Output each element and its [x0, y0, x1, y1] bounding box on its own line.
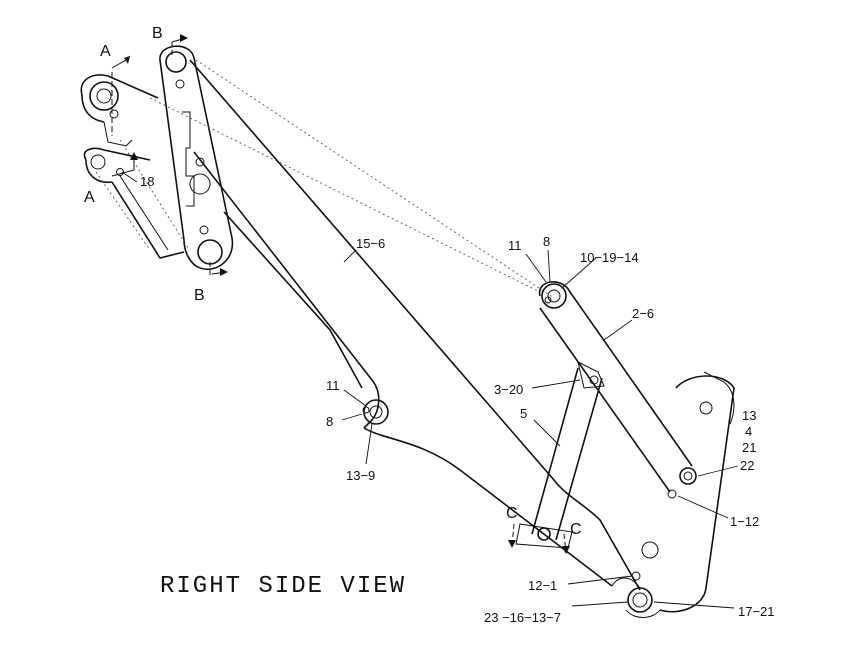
callout-18: 18: [140, 174, 154, 189]
callout-22: 22: [740, 458, 754, 473]
callout-23-16-13-7: 23 −16−13−7: [484, 610, 561, 625]
view-title: RIGHT SIDE VIEW: [160, 573, 406, 600]
callout-12-1: 12−1: [528, 578, 557, 593]
callout-3-20: 3−20: [494, 382, 523, 397]
main-boom-arm: [149, 59, 641, 591]
section-a-markers: [111, 55, 138, 177]
callout-11-upper: 11: [508, 238, 522, 253]
short-link: [508, 361, 605, 554]
callout-1-12: 1−12: [730, 514, 759, 529]
callout-13: 13: [742, 408, 756, 423]
section-c-right-label: C: [570, 521, 582, 538]
section-b-top-label: B: [152, 25, 163, 42]
callout-10-19-14: 10−19−14: [580, 250, 639, 265]
callout-15-6: 15−6: [356, 236, 385, 251]
section-b-bottom-label: B: [194, 287, 205, 304]
left-pivot-tower: [80, 74, 189, 259]
leader-lines: [121, 171, 739, 609]
callout-11-left: 11: [326, 378, 340, 393]
callout-17-21: 17−21: [738, 604, 775, 619]
section-a-bottom-label: A: [84, 189, 95, 206]
callout-2-6: 2−6: [632, 306, 654, 321]
section-c-left-label: C: [506, 505, 518, 522]
callout-13-9: 13−9: [346, 468, 375, 483]
section-a-top-label: A: [100, 43, 111, 60]
link-plate-b: [159, 34, 234, 276]
upper-link-arm: [539, 281, 693, 493]
bucket-bracket: [611, 371, 735, 618]
callout-4: 4: [745, 424, 752, 439]
callout-8-left: 8: [326, 414, 333, 429]
callout-8-upper: 8: [543, 234, 550, 249]
callout-21: 21: [742, 440, 756, 455]
callout-5: 5: [520, 406, 527, 421]
